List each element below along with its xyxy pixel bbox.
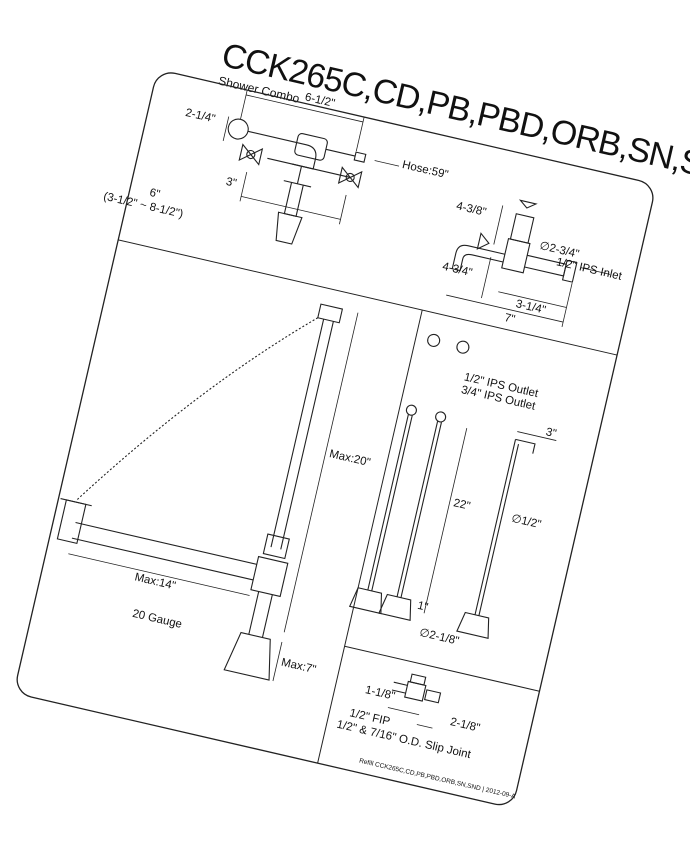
- faucet-drawing: [227, 118, 367, 245]
- faucet-dimensions: [222, 89, 400, 225]
- supply-lines-dimensions: [423, 428, 557, 614]
- divider-top: [118, 239, 618, 356]
- handshower-head: [227, 118, 249, 140]
- sheet-border: [16, 72, 654, 806]
- divider-bottom-right: [344, 645, 540, 692]
- diagram-page: CCK265C,CD,PB,PBD,ORB,SN,SND Shower Comb…: [16, 36, 690, 806]
- drain-strainer: [56, 499, 87, 545]
- shutoff-valve-drawing: [391, 673, 442, 704]
- tailpiece: [223, 631, 271, 681]
- shutoff-valve-dimensions: [387, 707, 433, 729]
- drain-drawing: [56, 303, 344, 681]
- divider-vertical: [317, 309, 423, 764]
- side-valve-dimensions: [446, 205, 611, 328]
- supply-lines-drawing: [348, 333, 536, 639]
- side-valve-drawing: [451, 199, 578, 283]
- stopper-chain: [76, 317, 319, 501]
- drain-dimensions: [68, 312, 359, 682]
- overflow-cover: [317, 303, 344, 324]
